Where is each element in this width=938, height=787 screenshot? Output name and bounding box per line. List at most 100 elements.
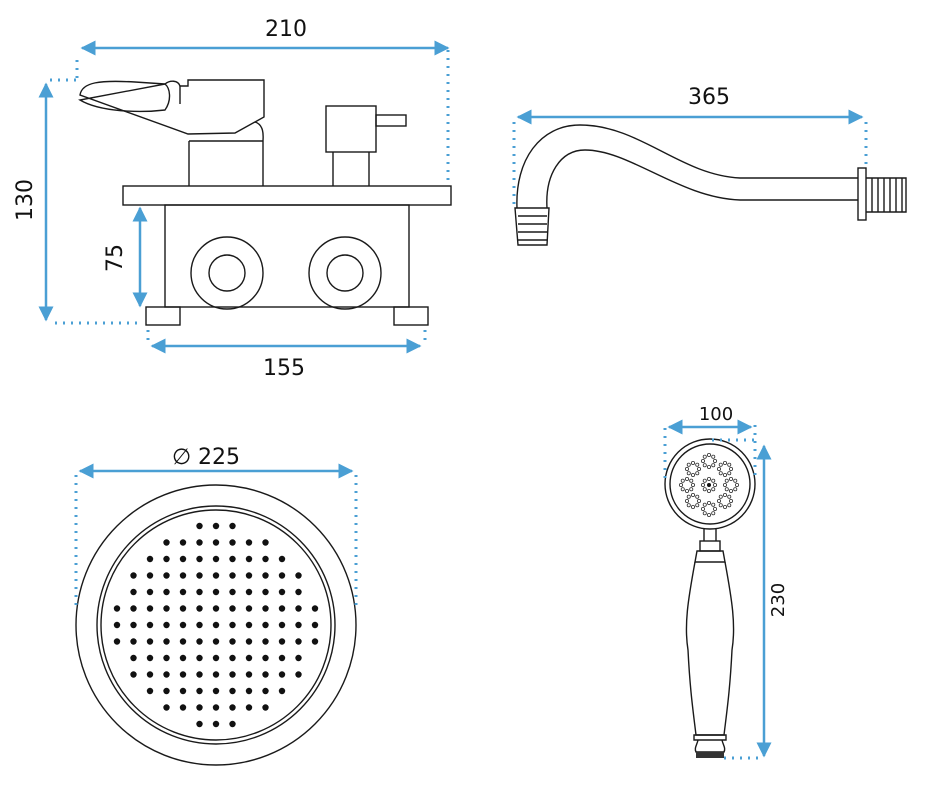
hand-nozzle — [686, 503, 691, 508]
nozzle-dot — [130, 654, 137, 662]
nozzle-dot — [245, 588, 253, 596]
hand-shower-drawing — [664, 438, 756, 758]
hand-nozzle — [686, 494, 691, 499]
hand-nozzle — [691, 472, 696, 477]
hand-nozzle — [727, 462, 732, 467]
nozzle-dot — [278, 572, 286, 579]
hand-nozzle — [691, 460, 696, 465]
nozzle-dot — [179, 572, 187, 579]
hand-nozzle — [701, 482, 706, 487]
hand-nozzle — [735, 482, 740, 487]
nozzle-dot — [278, 588, 286, 596]
nozzle-dot — [196, 555, 203, 563]
hand-nozzle — [679, 482, 684, 487]
nozzle-dot — [262, 605, 269, 612]
nozzle-dot — [212, 555, 220, 563]
hand-shower-width-label: 100 — [699, 404, 733, 425]
hand-nozzle — [686, 471, 691, 476]
hand-nozzle — [724, 478, 729, 483]
nozzle-dot — [130, 671, 137, 678]
nozzle-grid — [113, 522, 319, 728]
nozzle-dot — [245, 539, 253, 546]
nozzle-dot — [179, 621, 187, 629]
nozzle-dot — [245, 687, 253, 695]
nozzle-dot — [295, 638, 302, 645]
hand-nozzle — [733, 487, 738, 492]
nozzle-dot — [245, 638, 253, 645]
nozzle-dot — [245, 654, 253, 662]
nozzle-dot — [179, 588, 187, 596]
hand-nozzle — [724, 487, 729, 492]
nozzle-dot — [196, 654, 203, 662]
hand-nozzle — [711, 463, 716, 468]
nozzle-dot — [278, 555, 286, 563]
nozzle-dot — [146, 671, 154, 678]
hand-nozzle — [723, 472, 728, 477]
nozzle-dot — [245, 555, 253, 563]
nozzle-dot — [163, 555, 170, 563]
nozzle-dot — [163, 621, 170, 629]
nozzle-dot — [311, 605, 319, 612]
hand-nozzle — [713, 458, 718, 463]
nozzle-dot — [163, 687, 170, 695]
nozzle-dot — [229, 588, 236, 596]
shower-head-diameter-symbol: ∅ — [172, 445, 191, 470]
hand-nozzle — [702, 463, 707, 468]
nozzle-dot — [146, 605, 154, 612]
nozzle-dot — [146, 638, 154, 645]
hand-nozzle — [697, 498, 702, 503]
nozzle-dot — [295, 605, 302, 612]
hand-nozzle — [733, 478, 738, 483]
nozzle-dot — [130, 588, 137, 596]
nozzle-dot — [262, 704, 269, 711]
nozzle-dot — [196, 588, 203, 596]
nozzle-dot — [278, 671, 286, 678]
hand-nozzle — [686, 462, 691, 467]
hand-nozzle — [707, 476, 712, 481]
hand-nozzle — [718, 494, 723, 499]
nozzle-dot — [196, 671, 203, 678]
hand-nozzle — [691, 504, 696, 509]
nozzle-dot — [229, 522, 236, 530]
hand-nozzle — [727, 494, 732, 499]
nozzle-dot — [262, 539, 269, 546]
nozzle-dot — [295, 588, 302, 596]
hand-nozzle — [717, 466, 722, 471]
hand-nozzle — [711, 487, 716, 492]
nozzle-dot — [262, 687, 269, 695]
hand-nozzle — [680, 487, 685, 492]
nozzle-dot — [229, 654, 236, 662]
hand-nozzle — [695, 503, 700, 508]
hand-nozzle — [727, 503, 732, 508]
nozzle-dot — [278, 654, 286, 662]
hand-nozzle — [689, 478, 694, 483]
nozzle-dot — [146, 654, 154, 662]
nozzle-dot — [212, 654, 220, 662]
hand-nozzle — [695, 471, 700, 476]
nozzle-dot — [163, 572, 170, 579]
shower-head-dimensions: ∅ 225 — [74, 445, 358, 605]
nozzle-dot — [311, 638, 319, 645]
hand-nozzle — [691, 492, 696, 497]
nozzle-dot — [196, 572, 203, 579]
nozzle-dot — [212, 687, 220, 695]
hand-nozzle — [701, 458, 706, 463]
nozzle-dot — [146, 687, 154, 695]
nozzle-dot — [196, 605, 203, 612]
nozzle-dot — [212, 539, 220, 546]
hand-nozzle — [727, 471, 732, 476]
nozzle-dot — [130, 621, 137, 629]
spout-dimensions: 365 — [512, 85, 868, 210]
nozzle-dot — [278, 605, 286, 612]
mixer-dimensions: 210 130 75 155 — [13, 17, 450, 381]
nozzle-dot — [179, 704, 187, 711]
hand-nozzle — [723, 482, 728, 487]
hand-nozzle — [723, 504, 728, 509]
nozzle-dot — [113, 621, 121, 629]
shower-head-drawing — [75, 484, 357, 766]
nozzle-dot — [163, 671, 170, 678]
hand-nozzle — [713, 482, 718, 487]
hand-nozzle — [685, 488, 690, 493]
nozzle-dot — [163, 605, 170, 612]
